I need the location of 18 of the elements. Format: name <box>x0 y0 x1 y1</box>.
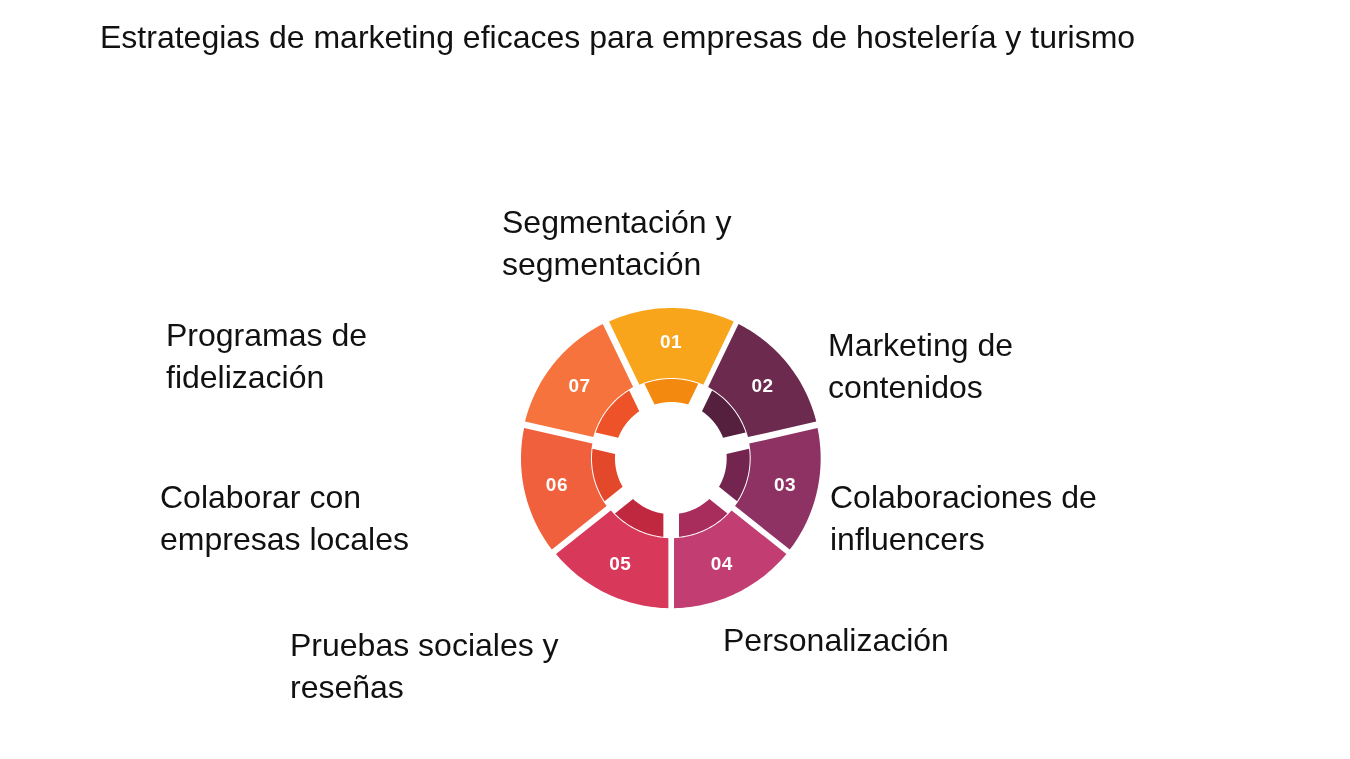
step-label: Colaborar con empresas locales <box>160 478 410 559</box>
ring-segment <box>608 308 734 405</box>
title: Estrategias de marketing eficaces para empresas de hostelería y turismo <box>100 18 1136 57</box>
ring-segment <box>719 427 821 550</box>
step-number: 07 <box>568 374 591 396</box>
step-label: Segmentación y segmentación <box>502 203 733 284</box>
ring-segment <box>521 427 623 550</box>
step-label: Personalización <box>723 621 950 660</box>
step-label: Programas de fidelización <box>166 316 368 397</box>
step-number: 06 <box>545 473 568 495</box>
step-number: 01 <box>659 330 683 352</box>
step-label: Marketing de contenidos <box>828 326 1014 407</box>
step-label: Pruebas sociales y reseñas <box>290 626 560 707</box>
step-number: 04 <box>710 552 733 574</box>
step-number: 03 <box>774 473 797 495</box>
step-number: 02 <box>751 374 774 396</box>
step-label: Colaboraciones de influencers <box>830 478 1098 559</box>
step-number: 05 <box>609 552 632 574</box>
